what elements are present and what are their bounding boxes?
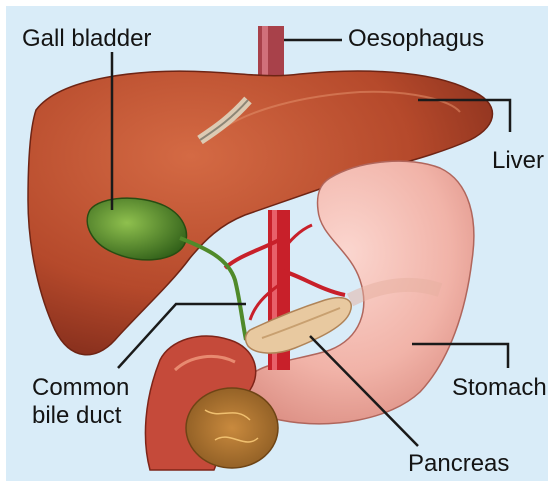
pancreas: [246, 298, 352, 353]
label-common-bile-duct-line2: bile duct: [32, 402, 129, 430]
label-liver: Liver: [492, 147, 544, 175]
label-oesophagus: Oesophagus: [348, 25, 484, 53]
duodenum: [145, 336, 278, 470]
label-stomach: Stomach: [452, 374, 547, 402]
label-pancreas: Pancreas: [408, 450, 509, 478]
label-common-bile-duct: Common bile duct: [32, 374, 129, 430]
label-gall-bladder: Gall bladder: [22, 25, 151, 53]
label-common-bile-duct-line1: Common: [32, 374, 129, 402]
